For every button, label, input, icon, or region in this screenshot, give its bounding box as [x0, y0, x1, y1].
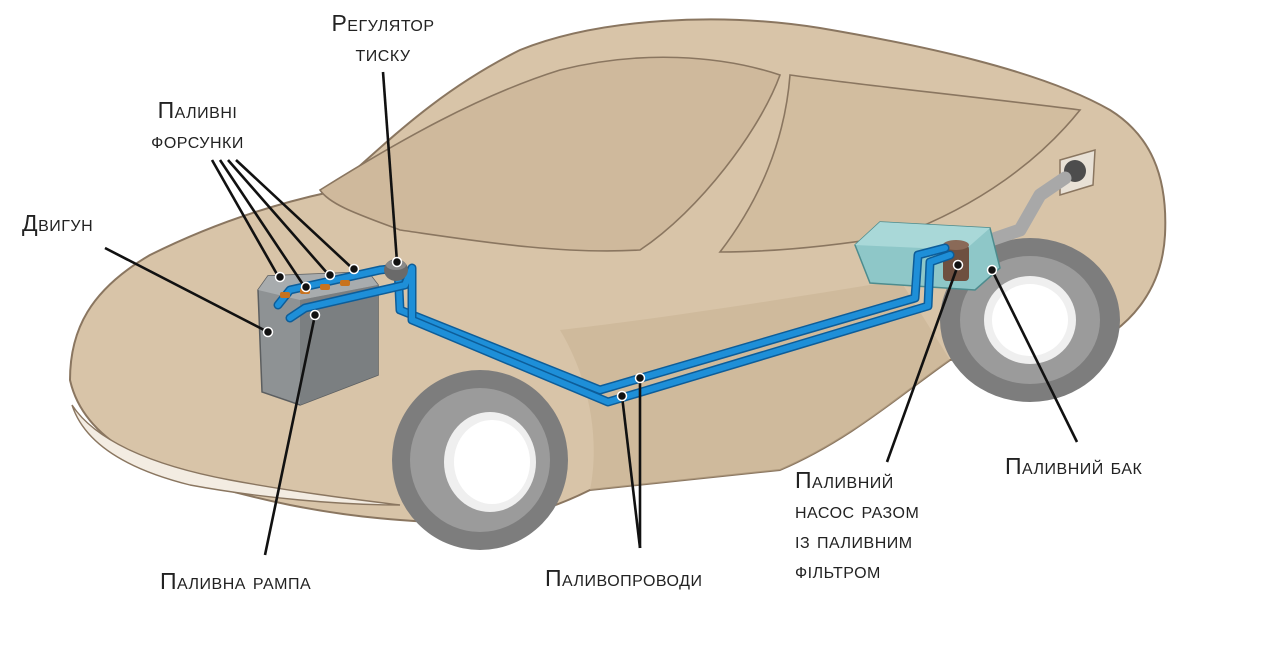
fuel-lines — [273, 243, 955, 407]
label-line: насос разом — [795, 497, 920, 523]
label-line: тиску — [355, 40, 411, 66]
label-line: фільтром — [795, 557, 881, 583]
leader-dots — [262, 256, 998, 402]
label-fuel-lines: Паливопроводи — [545, 563, 702, 593]
label-pressure-regulator: Регулятор тиску — [318, 8, 448, 68]
label-line: Двигун — [22, 210, 94, 236]
label-line: форсунки — [151, 127, 244, 153]
front-bumper — [71, 404, 401, 506]
label-line: Паливна рампа — [160, 568, 312, 594]
label-line: Паливопроводи — [545, 565, 703, 591]
label-line: Регулятор — [331, 10, 435, 36]
label-fuel-injectors: Паливні форсунки — [130, 95, 265, 155]
label-line: Паливний — [795, 467, 894, 493]
label-fuel-rail: Паливна рампа — [160, 566, 311, 596]
label-line: із паливним — [795, 527, 913, 553]
label-line: Паливні — [157, 97, 238, 123]
leader-lines — [104, 71, 1079, 556]
front-wheel — [392, 370, 568, 550]
car-window-outline — [318, 56, 782, 252]
label-fuel-pump: Паливний насос разом із паливним фільтро… — [795, 465, 919, 585]
label-fuel-tank: Паливний бак — [1005, 451, 1142, 481]
label-line: Паливний бак — [1005, 453, 1143, 479]
label-engine: Двигун — [22, 208, 93, 238]
